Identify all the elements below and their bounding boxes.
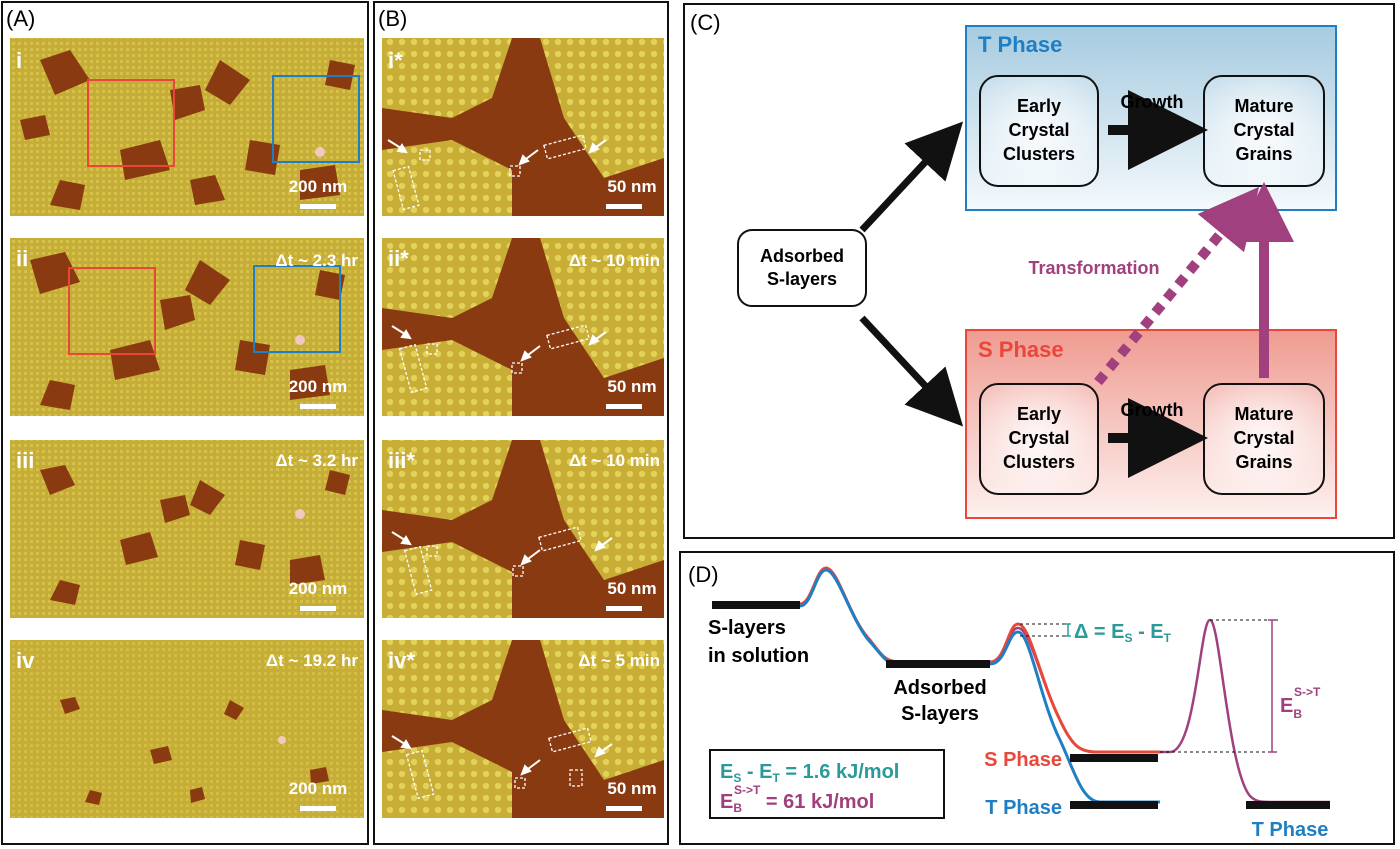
a-ii-scalebar xyxy=(300,404,336,409)
s-growth-label: Growth xyxy=(1121,400,1184,420)
solution-level-bar xyxy=(712,601,800,609)
adsorbed-line-1: Adsorbed xyxy=(760,246,844,266)
t-mature-line-3: Grains xyxy=(1235,144,1292,164)
b-ii-scalebar xyxy=(606,404,642,409)
s-mature-line-1: Mature xyxy=(1234,404,1293,424)
b-ii-scale: 50 nm xyxy=(607,377,656,396)
s-early-line-3: Clusters xyxy=(1003,452,1075,472)
s-early-node xyxy=(979,383,1099,495)
a-iii-label: iii xyxy=(16,448,34,473)
b-white-arrows xyxy=(387,139,613,776)
adsorbed-line-2: S-layers xyxy=(767,269,837,289)
delta-equation: Δ = ES - ET xyxy=(1074,621,1172,645)
a-iv-scale: 200 nm xyxy=(289,779,348,798)
a-ii-scale: 200 nm xyxy=(289,377,348,396)
s-phase-level-label: S Phase xyxy=(984,749,1062,771)
afm-image-ii xyxy=(10,238,364,416)
t-phase-curve xyxy=(799,568,1160,804)
summary-eb: EBS->T = 61 kJ/mol xyxy=(720,783,874,815)
solution-line-1: S-layers xyxy=(708,617,786,639)
b-iii-scale: 50 nm xyxy=(607,579,656,598)
reference-dotted-lines xyxy=(1020,619,1278,753)
b-i-label: i* xyxy=(388,48,403,73)
eb-label: EBS->T xyxy=(1280,685,1321,721)
panel-a-label: (A) xyxy=(6,6,35,31)
afm-image-iii xyxy=(10,440,364,618)
solution-line-2: in solution xyxy=(708,645,809,667)
energy-summary-box xyxy=(709,749,945,819)
t-phase-right-level-bar xyxy=(1246,801,1330,809)
s-mature-line-2: Crystal xyxy=(1233,428,1294,448)
a-iii-time: Δt ~ 3.2 hr xyxy=(275,451,358,470)
b-i-scale: 50 nm xyxy=(607,177,656,196)
arrow-to-s-phase xyxy=(859,315,964,427)
delta-bracket xyxy=(1065,623,1071,637)
b-iii-time: Δt ~ 10 min xyxy=(569,451,660,470)
b-i-scalebar xyxy=(606,204,642,209)
afm-image-ii-star xyxy=(382,238,664,416)
t-phase-level-bar xyxy=(1070,801,1158,809)
panel-b-label: (B) xyxy=(378,6,407,31)
a-i-scalebar xyxy=(300,204,336,209)
adsorbed-d-line-2: S-layers xyxy=(901,703,979,725)
b-iii-label: iii* xyxy=(388,448,415,473)
afm-image-i xyxy=(10,38,364,216)
transformation-label: Transformation xyxy=(1028,258,1159,278)
panel-c-label: (C) xyxy=(690,10,721,35)
b-iv-label: iv* xyxy=(388,648,415,673)
b-ii-time: Δt ~ 10 min xyxy=(569,251,660,270)
b-iv-scalebar xyxy=(606,806,642,811)
s-phase-level-bar xyxy=(1070,754,1158,762)
adsorbed-node xyxy=(737,229,867,307)
t-early-node xyxy=(979,75,1099,187)
b-ii-label: ii* xyxy=(388,246,409,271)
s-early-line-2: Crystal xyxy=(1008,428,1069,448)
t-phase-right-label: T Phase xyxy=(1252,819,1329,841)
summary-es-et: ES - ET = 1.6 kJ/mol xyxy=(720,761,899,785)
s-phase-title: S Phase xyxy=(978,337,1064,362)
t-mature-line-1: Mature xyxy=(1234,96,1293,116)
afm-image-iii-star xyxy=(382,440,664,618)
s-phase-curve xyxy=(799,566,1160,754)
a-ii-label: ii xyxy=(16,246,28,271)
a-i-label: i xyxy=(16,48,22,73)
t-early-line-3: Clusters xyxy=(1003,144,1075,164)
adsorbed-d-line-1: Adsorbed xyxy=(893,677,986,699)
transformation-dashed-arrow xyxy=(1094,186,1260,386)
t-phase-level-label: T Phase xyxy=(985,797,1062,819)
a-iv-time: Δt ~ 19.2 hr xyxy=(266,651,358,670)
b-iv-time: Δt ~ 5 min xyxy=(578,651,660,670)
panel-b: (B) xyxy=(373,1,669,845)
b-iii-scalebar xyxy=(606,606,642,611)
t-early-line-1: Early xyxy=(1017,96,1061,116)
a-iii-scale: 200 nm xyxy=(289,579,348,598)
arrow-to-t-phase xyxy=(859,121,964,233)
panel-a: (A) i xyxy=(1,1,369,845)
t-mature-line-2: Crystal xyxy=(1233,120,1294,140)
t-phase-title: T Phase xyxy=(978,32,1062,57)
panel-c: (C) T Phase S Phase Adsorbed S-layers Ea… xyxy=(683,3,1395,539)
s-mature-line-3: Grains xyxy=(1235,452,1292,472)
t-early-line-2: Crystal xyxy=(1008,120,1069,140)
b-dashed-markers xyxy=(392,134,592,800)
panel-d-label: (D) xyxy=(688,562,719,587)
adsorbed-level-bar xyxy=(886,660,990,668)
a-i-scale: 200 nm xyxy=(289,177,348,196)
t-growth-label: Growth xyxy=(1121,92,1184,112)
s-early-line-1: Early xyxy=(1017,404,1061,424)
a-ii-time: Δt ~ 2.3 hr xyxy=(275,251,358,270)
a-iii-scalebar xyxy=(300,606,336,611)
b-iv-scale: 50 nm xyxy=(607,779,656,798)
eb-bracket xyxy=(1268,619,1276,753)
a-iv-scalebar xyxy=(300,806,336,811)
afm-image-iv xyxy=(10,640,364,818)
afm-image-i-star xyxy=(382,38,664,216)
a-iv-label: iv xyxy=(16,648,35,673)
panel-d: (D) S-layers in solution Adsorbed S-laye xyxy=(679,551,1395,845)
